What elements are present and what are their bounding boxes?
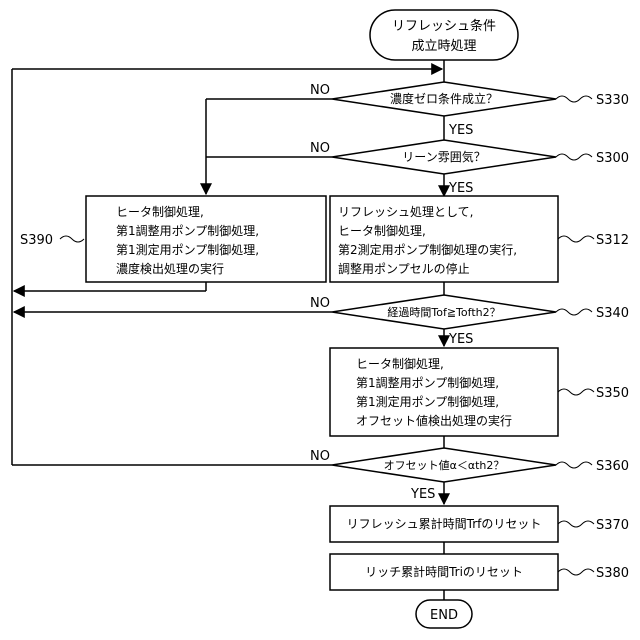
decision-s340-no: NO bbox=[310, 296, 330, 311]
process-s390-line: 濃度検出処理の実行 bbox=[116, 261, 224, 276]
step-leader bbox=[556, 154, 592, 160]
step-leader bbox=[558, 521, 594, 527]
process-s380-text: リッチ累計時間Triのリセット bbox=[365, 564, 523, 579]
step-s340: S340 bbox=[596, 306, 629, 321]
step-s300: S300 bbox=[596, 151, 629, 166]
process-s312-line: 第2測定用ポンプ制御処理の実行, bbox=[338, 242, 517, 257]
process-s390-line: 第1測定用ポンプ制御処理, bbox=[116, 242, 259, 257]
decision-s340-text: 経過時間Tof≧Tofth2？ bbox=[387, 306, 500, 319]
step-s330: S330 bbox=[596, 93, 629, 108]
step-s390: S390 bbox=[20, 233, 53, 248]
process-s312-line: リフレッシュ処理として, bbox=[338, 205, 473, 219]
decision-s330-text: 濃度ゼロ条件成立？ bbox=[390, 91, 498, 106]
process-s350-line: ヒータ制御処理, bbox=[356, 356, 444, 371]
end-label: END bbox=[430, 608, 458, 623]
step-leader bbox=[558, 389, 594, 395]
decision-s300-text: リーン雰囲気？ bbox=[402, 149, 485, 164]
step-leader bbox=[558, 569, 594, 575]
step-leader bbox=[556, 462, 592, 468]
process-s312-line: 調整用ポンプセルの停止 bbox=[338, 261, 470, 276]
step-leader bbox=[556, 309, 592, 315]
start-label-line2: 成立時処理 bbox=[411, 39, 476, 54]
step-s380: S380 bbox=[596, 566, 629, 581]
step-s360: S360 bbox=[596, 459, 629, 474]
process-s370-text: リフレッシュ累計時間Trfのリセット bbox=[347, 516, 542, 531]
decision-s330-no: NO bbox=[310, 83, 330, 98]
decision-s300-yes: YES bbox=[448, 181, 473, 196]
decision-s360-yes: YES bbox=[410, 487, 435, 502]
process-s350-line: オフセット値検出処理の実行 bbox=[356, 413, 512, 428]
step-leader bbox=[556, 96, 592, 102]
step-leader bbox=[60, 236, 84, 242]
process-s350-line: 第1測定用ポンプ制御処理, bbox=[356, 394, 499, 409]
decision-s340-yes: YES bbox=[448, 332, 473, 347]
step-s312: S312 bbox=[596, 233, 629, 248]
step-s370: S370 bbox=[596, 518, 629, 533]
process-s390-line: 第1調整用ポンプ制御処理, bbox=[116, 223, 259, 238]
decision-s360-text: オフセット値α＜αth2？ bbox=[384, 459, 505, 472]
start-label-line1: リフレッシュ条件 bbox=[392, 18, 496, 34]
process-s390-line: ヒータ制御処理, bbox=[116, 204, 204, 219]
step-s350: S350 bbox=[596, 386, 629, 401]
decision-s300-no: NO bbox=[310, 141, 330, 156]
process-s350-line: 第1調整用ポンプ制御処理, bbox=[356, 375, 499, 390]
decision-s360-no: NO bbox=[310, 449, 330, 464]
process-s312-line: ヒータ制御処理, bbox=[338, 223, 426, 238]
decision-s330-yes: YES bbox=[448, 123, 473, 138]
step-leader bbox=[558, 236, 594, 242]
